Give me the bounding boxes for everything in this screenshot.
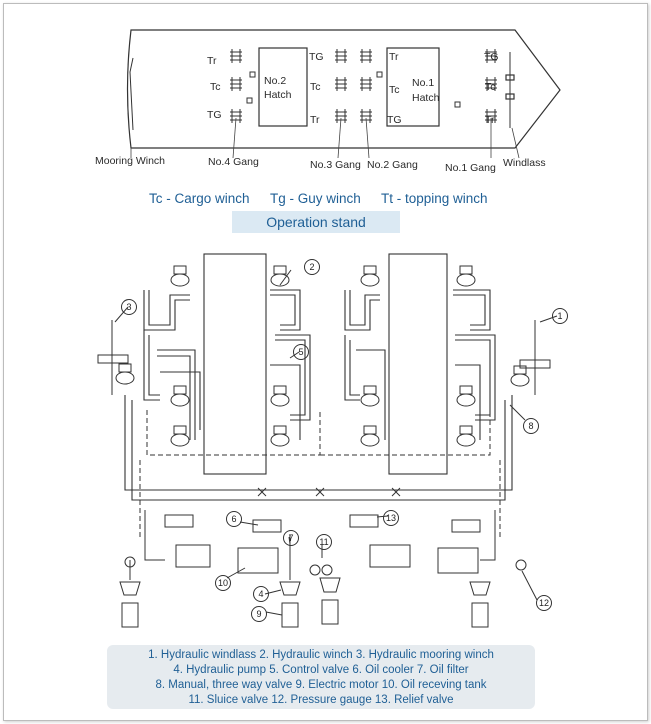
winch-drum (170, 385, 190, 407)
callout-3: 3 (121, 299, 137, 315)
label-no4-gang: No.4 Gang (208, 156, 259, 168)
legend-guy-winch: Tg - Guy winch (270, 191, 361, 206)
winch-drum (115, 363, 135, 385)
winch-symbol (335, 49, 347, 63)
code-tg-no2: TG (387, 114, 402, 126)
label-no2-gang: No.2 Gang (367, 159, 418, 171)
code-tc-no1: Tc (485, 81, 496, 93)
winch-symbol (360, 77, 372, 91)
winch-drum (270, 385, 290, 407)
callout-1: 1 (552, 308, 568, 324)
caption-box (107, 645, 535, 709)
winch-symbol (485, 49, 497, 63)
winch-drum (170, 425, 190, 447)
callout-10: 10 (215, 575, 231, 591)
label-no3-gang: No.3 Gang (310, 159, 361, 171)
control-box (376, 71, 383, 78)
code-tc-no2: Tc (389, 84, 400, 96)
hatch-no1-word: Hatch (412, 92, 440, 104)
legend-cargo-winch: Tc - Cargo winch (149, 191, 250, 206)
code-tg-no4: TG (207, 109, 222, 121)
control-box (246, 97, 253, 104)
winch-drum (360, 385, 380, 407)
callout-9: 9 (251, 606, 267, 622)
hatch-no1 (386, 47, 440, 127)
code-tr-no1: Tr (485, 114, 495, 126)
callout-6: 6 (226, 511, 242, 527)
operation-stand-banner: Operation stand (232, 211, 400, 233)
winch-drum (360, 425, 380, 447)
callout-11: 11 (316, 534, 332, 550)
legend-topping-winch: Tt - topping winch (381, 191, 488, 206)
code-tc-no3: Tc (310, 81, 321, 93)
winch-symbol (230, 77, 242, 91)
callout-12: 12 (536, 595, 552, 611)
callout-8: 8 (523, 418, 539, 434)
hatch-no2 (258, 47, 308, 127)
label-windlass: Windlass (503, 157, 546, 169)
code-tr-no2: Tr (389, 51, 399, 63)
callout-5: 5 (293, 344, 309, 360)
code-tg-no3: TG (309, 51, 324, 63)
winch-drum (456, 385, 476, 407)
label-mooring-winch: Mooring Winch (95, 155, 166, 167)
oil-tank-fwd (437, 547, 479, 574)
control-box (454, 101, 461, 108)
label-no1-gang: No.1 Gang (445, 162, 496, 174)
winch-symbol (230, 49, 242, 63)
callout-2: 2 (304, 259, 320, 275)
code-tg-no1: TG (484, 51, 499, 63)
figure-frame (3, 3, 648, 721)
winch-drum (456, 425, 476, 447)
hatch-no2-number: No.2 (264, 75, 287, 87)
winch-drum (510, 365, 530, 387)
winch-drum (270, 425, 290, 447)
code-tc-no4: Tc (210, 81, 221, 93)
code-tr-no3: Tr (310, 114, 320, 126)
winch-drum (170, 265, 190, 287)
winch-symbol (335, 77, 347, 91)
caption-line-1: 1. Hydraulic windlass 2. Hydraulic winch… (148, 649, 494, 661)
winch-drum (456, 265, 476, 287)
caption-line-3: 8. Manual, three way valve 9. Electric m… (155, 679, 487, 691)
callout-4: 4 (253, 586, 269, 602)
hull-outline (126, 29, 561, 149)
caption-line-2: 4. Hydraulic pump 5. Control valve 6. Oi… (173, 664, 469, 676)
winch-symbol (360, 49, 372, 63)
callout-13: 13 (383, 510, 399, 526)
hatch-no1-number: No.1 (412, 77, 435, 89)
winch-symbol (485, 77, 497, 91)
control-box (249, 71, 256, 78)
callout-7: 7 (283, 530, 299, 546)
deckhouse-aft (203, 253, 267, 475)
caption-line-4: 11. Sluice valve 12. Pressure gauge 13. … (188, 694, 454, 706)
deckhouse-fwd (388, 253, 448, 475)
oil-tank-aft (237, 547, 279, 574)
winch-drum (270, 265, 290, 287)
code-tr-no4: Tr (207, 55, 217, 67)
winch-drum (360, 265, 380, 287)
hatch-no2-word: Hatch (264, 89, 292, 101)
